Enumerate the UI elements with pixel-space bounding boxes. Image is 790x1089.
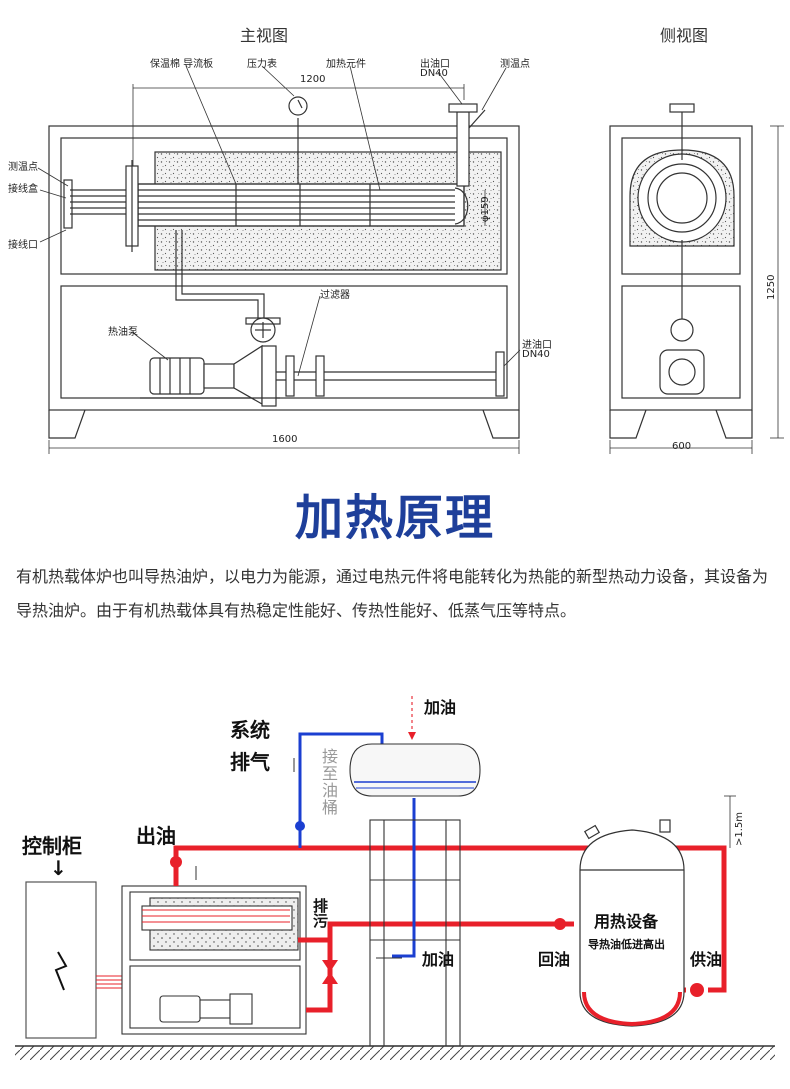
label-filter: 过滤器 [320, 290, 350, 301]
supply-oil-label: 供油 [690, 950, 723, 969]
heat-equipment-label: 用热设备 [594, 912, 659, 931]
add-oil-bottom-label: 加油 [422, 950, 455, 969]
return-oil-label: 回油 [538, 950, 571, 969]
control-cabinet [25, 881, 97, 1039]
system-vent-label-1: 系统 [230, 718, 270, 742]
principle-paragraph: 有机热载体炉也叫导热油炉，以电力为能源，通过电热元件将电能转化为热能的新型热动力… [16, 567, 769, 620]
control-cabinet-arrow: ↓ [50, 856, 67, 880]
label-insulation: 保温棉 导流板 [150, 59, 214, 70]
control-cabinet-label: 控制柜 [22, 834, 82, 858]
add-oil-top-label: 加油 [424, 698, 457, 717]
dim-top-width: 1200 [300, 74, 326, 85]
label-inlet-size: DN40 [522, 349, 550, 360]
side-view [609, 103, 753, 439]
drain-label: 排污 [311, 898, 329, 928]
front-view [48, 96, 520, 439]
section-title: 加热原理 [294, 490, 495, 546]
equipment-note-label: 导热油低进高出 [588, 938, 665, 951]
front-view-title: 主视图 [240, 26, 289, 45]
system-vent-label-2: 排气 [230, 750, 270, 774]
furnace-unit [121, 885, 307, 1035]
oil-out-label: 出油 [136, 824, 176, 848]
height-note-label: >1.5m [734, 811, 745, 846]
label-wiring-port: 接线口 [8, 240, 38, 251]
label-temp-point-left: 测温点 [8, 162, 38, 173]
expansion-tank [349, 696, 481, 1047]
label-inlet: 进油口 [522, 340, 552, 351]
label-heating-element: 加热元件 [326, 59, 366, 70]
side-view-title: 侧视图 [660, 26, 709, 45]
label-outlet: 出油口 [420, 59, 450, 70]
dim-side-width: 600 [672, 441, 692, 452]
label-phi: φ159 [480, 196, 491, 222]
connect-tank-label: 接至油桶 [319, 748, 338, 816]
label-junction-box: 接线盒 [8, 184, 38, 195]
label-temp-point-top: 测温点 [500, 59, 530, 70]
technical-drawing [37, 65, 784, 454]
dim-front-width: 1600 [272, 434, 298, 445]
label-outlet-size: DN40 [420, 68, 448, 79]
dim-side-height: 1250 [766, 274, 777, 300]
label-oil-pump: 热油泵 [108, 327, 138, 338]
label-pressure-gauge: 压力表 [247, 59, 277, 70]
